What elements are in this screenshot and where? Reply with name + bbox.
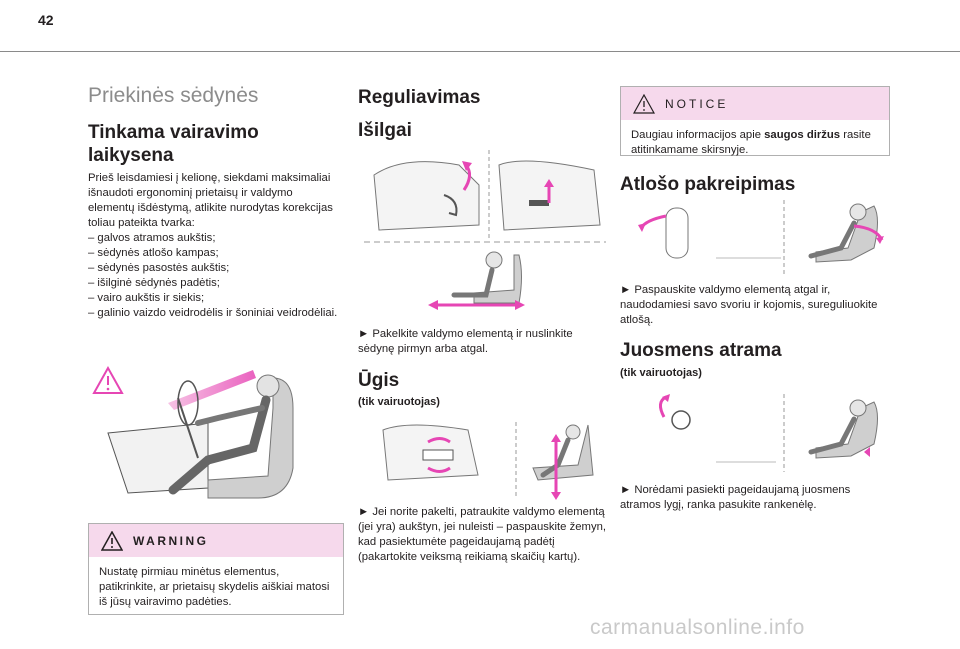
backrest-text: ► Paspauskite valdymo elementą atgal ir,… [620, 284, 878, 326]
notice-text-post: rasite atitinkamame skirsnyje. [631, 129, 871, 156]
section-title: Priekinės sėdynės [88, 84, 259, 107]
heading-driving-position: Tinkama vairavimo laikysena [88, 122, 259, 166]
height-text: ► Jei norite pakelti, patraukite valdymo… [358, 506, 607, 563]
lumbar-illustration [636, 392, 886, 474]
height-illustration [378, 420, 598, 500]
watermark: carmanualsonline.info [590, 616, 805, 639]
lumbar-text: ► Norėdami pasiekti pageidaujamą juosmen… [620, 484, 851, 511]
driving-posture-illustration [88, 348, 342, 508]
subheading-height: Ūgis [358, 370, 400, 391]
longitudinal-illustration [364, 145, 606, 320]
notice-text-link: saugos diržus [764, 129, 841, 141]
subheading-longitudinal: Išilgai [358, 120, 412, 141]
notice-header: NOTICE [621, 87, 889, 120]
warning-header: WARNING [89, 524, 343, 557]
warning-text: Nustatę pirmiau minėtus elementus, patik… [99, 566, 330, 608]
warning-box: WARNING Nustatę pirmiau minėtus elementu… [88, 523, 344, 615]
page-number: 42 [38, 12, 54, 28]
header-divider [0, 51, 960, 52]
heading-lumbar: Juosmens atrama [620, 340, 782, 361]
notice-text-pre: Daugiau informacijos apie [631, 129, 765, 141]
warning-icon [101, 531, 123, 551]
heading-adjustment: Reguliavimas [358, 87, 481, 108]
notice-box: NOTICE Daugiau informacijos apie saugos … [620, 86, 890, 156]
longitudinal-text: ► Pakelkite valdymo elementą ir nuslinki… [358, 328, 573, 355]
height-note: (tik vairuotojas) [358, 396, 440, 408]
lumbar-note: (tik vairuotojas) [620, 367, 702, 379]
notice-text: Daugiau informacijos apie saugos diržus … [621, 120, 889, 164]
backrest-illustration [636, 198, 886, 276]
driving-position-text: Prieš leisdamiesi į kelionę, siekdami ma… [88, 172, 338, 319]
notice-icon [633, 94, 655, 114]
heading-backrest: Atlošo pakreipimas [620, 174, 796, 195]
warning-title: WARNING [133, 534, 209, 548]
notice-title: NOTICE [665, 97, 729, 111]
